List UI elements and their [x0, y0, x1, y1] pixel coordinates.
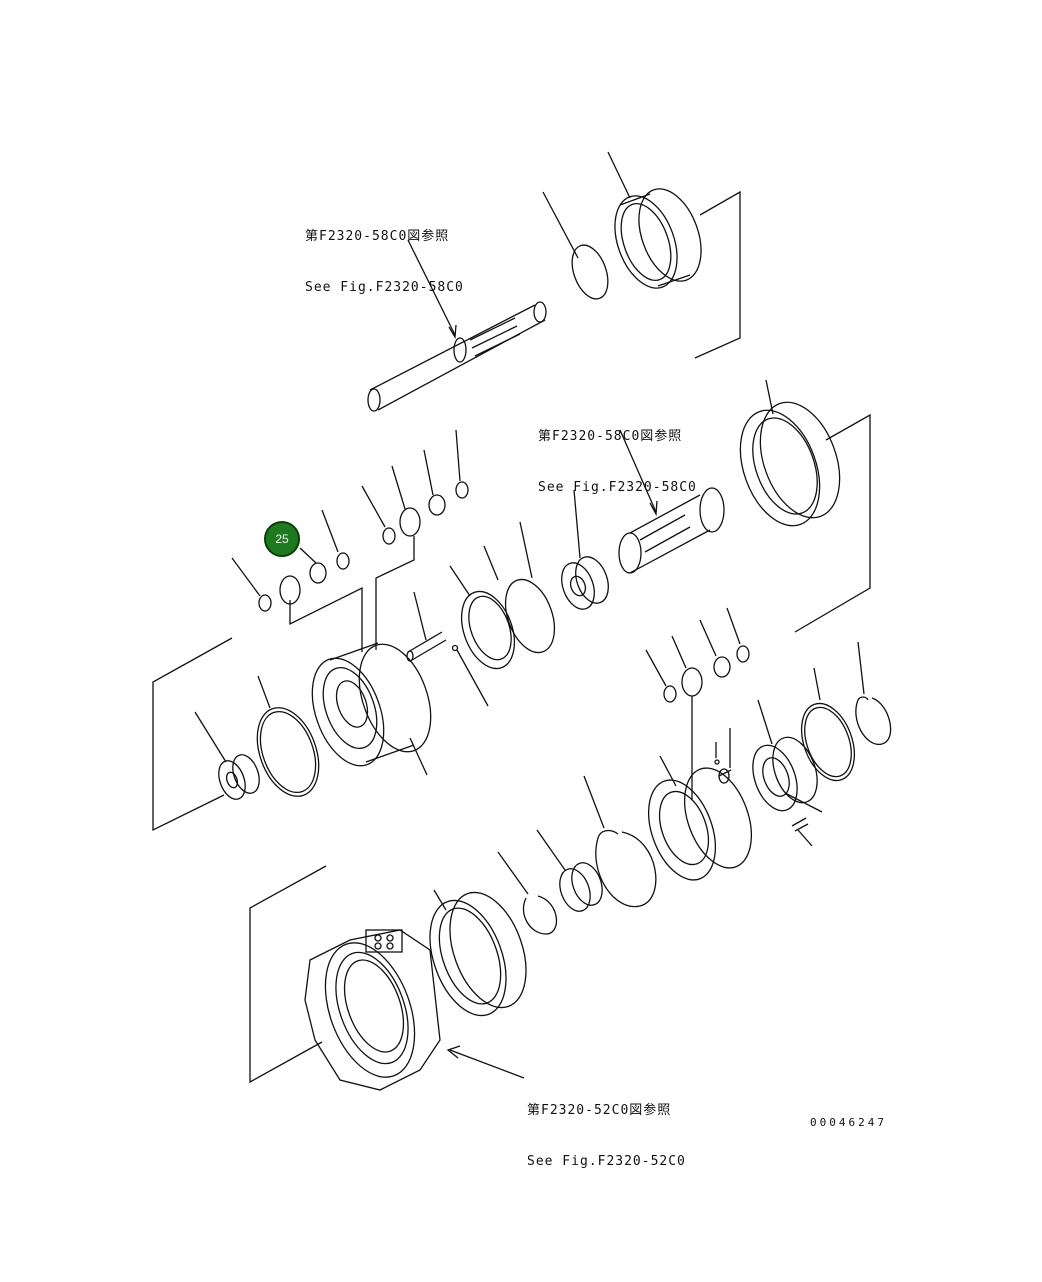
reference-en: See Fig.F2320-58C0	[538, 480, 697, 495]
reference-jp: 第F2320-52C0図参照	[527, 1103, 672, 1118]
leader-clutch-hub	[757, 699, 773, 745]
seal-ring-a	[460, 590, 516, 670]
leader-o-ring-left	[257, 675, 271, 709]
leader-seal-ring-c	[519, 521, 533, 579]
leader-carrier-left	[409, 737, 428, 776]
reference-en: See Fig.F2320-58C0	[305, 280, 464, 295]
snap-ring-small-lower	[522, 895, 558, 935]
main-shaft	[367, 301, 547, 412]
snap-ring-top	[571, 244, 609, 300]
leader-snap-ring-small	[497, 851, 529, 895]
ring-gear-lower	[429, 891, 527, 1017]
leader-ring-gear-lower	[433, 889, 447, 911]
reference-jp: 第F2320-58C0図参照	[538, 429, 683, 444]
leader-part-4	[361, 485, 386, 528]
seal-ring-a-inner	[468, 595, 512, 661]
bracket-small-parts-2	[375, 536, 415, 650]
leader-sun-gear	[619, 429, 657, 513]
callout-badge[interactable]: 25	[264, 521, 300, 557]
reference-label-sun-gear: 第F2320-58C0図参照 See Fig.F2320-58C0	[538, 394, 697, 513]
leader-dowel-pin-b	[797, 829, 813, 847]
leader-dowel-pin	[784, 792, 823, 813]
reference-jp: 第F2320-58C0図参照	[305, 229, 450, 244]
o-ring-right-inner	[804, 706, 852, 778]
leader-snap-ring-right	[857, 641, 865, 695]
snap-ring-right	[855, 696, 892, 745]
bearing-lower	[559, 862, 603, 912]
leader-right-3	[699, 619, 717, 657]
drawing-number: 00046247	[810, 1116, 887, 1129]
leader-carrier-right	[659, 755, 677, 787]
arrow-shaft	[448, 324, 457, 340]
leader-part-1	[231, 557, 261, 597]
o-ring-left	[256, 707, 320, 797]
leader-bearing-lower	[536, 829, 566, 871]
housing	[304, 929, 441, 1091]
leader-pin-bottom	[456, 649, 489, 707]
leader-right-2	[671, 635, 687, 669]
bracket-left	[152, 637, 233, 832]
o-ring-right	[800, 702, 856, 782]
sun-gear-shaft	[618, 487, 725, 574]
pin	[406, 631, 459, 662]
leader-snap-ring-lower	[583, 775, 605, 829]
leader-part-7	[455, 429, 461, 482]
leader-snap-ring-top	[542, 191, 579, 259]
ring-gear-top	[614, 188, 702, 289]
leader-seal-ring-b	[483, 545, 499, 581]
leader-part-5	[391, 465, 406, 510]
bracket-housing	[249, 865, 327, 1084]
leader-part-3	[321, 509, 339, 553]
leader-housing	[449, 1049, 525, 1079]
leader-seal-ring-a	[449, 565, 471, 597]
reference-label-housing: 第F2320-52C0図参照 See Fig.F2320-52C0	[527, 1068, 686, 1187]
leader-bearing-left	[194, 711, 227, 763]
reference-label-shaft: 第F2320-58C0図参照 See Fig.F2320-58C0	[305, 194, 464, 313]
leader-o-ring-right	[813, 667, 821, 701]
leader-planet-gear	[573, 489, 581, 559]
pin-right	[714, 759, 732, 784]
bearing-left	[218, 754, 260, 800]
o-ring-left-inner	[259, 710, 317, 794]
carrier-left	[311, 642, 432, 767]
bracket-right	[794, 413, 871, 633]
small-parts-right	[663, 645, 750, 703]
dowel-pin	[791, 817, 809, 832]
leader-ring-gear-large	[765, 379, 774, 415]
callout-number: 25	[275, 532, 289, 546]
bracket-top	[694, 190, 741, 359]
carrier-right	[648, 767, 752, 881]
leader-ring-gear-top	[607, 151, 631, 199]
leader-pin-top	[413, 591, 427, 641]
leader-right-4	[726, 607, 741, 645]
arrow-sun-gear	[649, 500, 658, 517]
bracket-small-parts	[289, 586, 363, 652]
arrow-housing	[446, 1045, 461, 1059]
planet-gear	[561, 556, 609, 610]
seal-ring-b	[504, 578, 556, 654]
leader-part-6	[423, 449, 434, 496]
leader-right-1	[645, 649, 667, 687]
reference-en: See Fig.F2320-52C0	[527, 1154, 686, 1169]
ring-gear-large	[739, 401, 841, 527]
snap-ring-lower	[595, 829, 657, 908]
leader-part-2	[299, 547, 317, 564]
clutch-hub	[752, 736, 818, 812]
leader-shaft	[407, 239, 456, 336]
